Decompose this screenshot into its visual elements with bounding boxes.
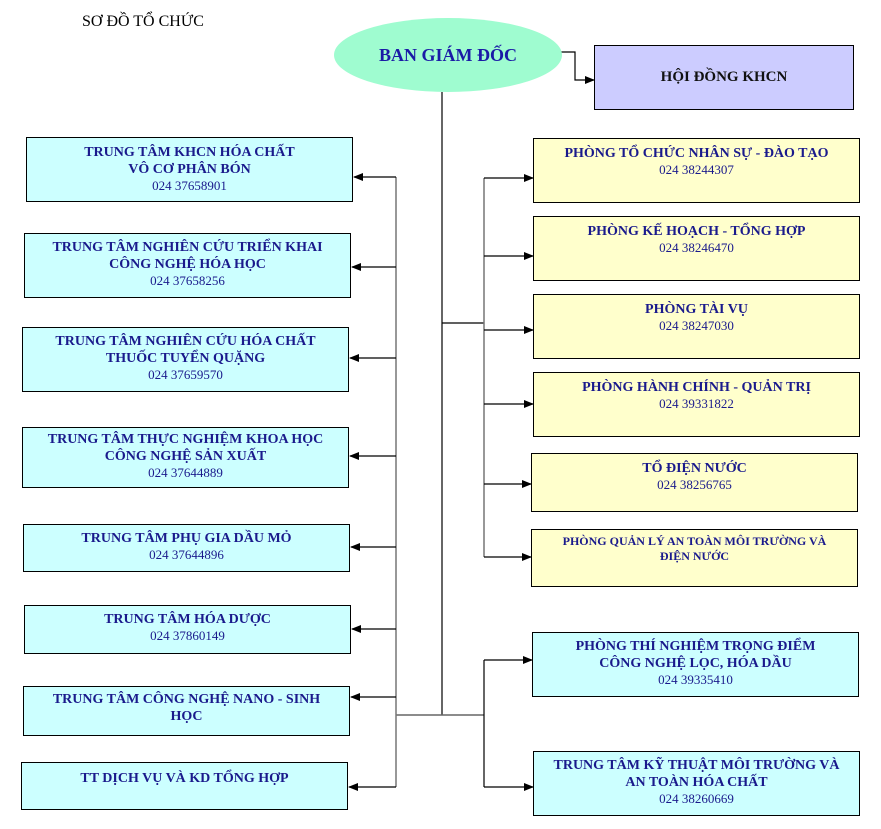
unit-name: TT DỊCH VỤ VÀ KD TỔNG HỢP bbox=[80, 771, 289, 786]
unit-node: TRUNG TÂM NGHIÊN CỨU HÓA CHẤT THUỐC TUYỂ… bbox=[22, 327, 349, 392]
unit-node: TRUNG TÂM THỰC NGHIỆM KHOA HỌC CÔNG NGHỆ… bbox=[22, 427, 349, 488]
lab-node: TRUNG TÂM KỸ THUẬT MÔI TRƯỜNG VÀ AN TOÀN… bbox=[533, 751, 860, 816]
unit-node: TRUNG TÂM HÓA DƯỢC 024 37860149 bbox=[24, 605, 351, 654]
unit-phone: 024 37860149 bbox=[150, 628, 225, 643]
unit-node: TT DỊCH VỤ VÀ KD TỔNG HỢP bbox=[21, 762, 348, 810]
department-phone: 024 38247030 bbox=[659, 318, 734, 333]
council-label: HỘI ĐỒNG KHCN bbox=[660, 69, 788, 85]
unit-name: TRUNG TÂM CÔNG NGHỆ NANO - SINH HỌC bbox=[52, 692, 321, 724]
department-node: PHÒNG TÀI VỤ 024 38247030 bbox=[533, 294, 860, 359]
unit-name: TRUNG TÂM NGHIÊN CỨU TRIỂN KHAI CÔNG NGH… bbox=[52, 240, 323, 272]
department-name: PHÒNG HÀNH CHÍNH - QUẢN TRỊ bbox=[582, 380, 811, 395]
department-node: PHÒNG QUẢN LÝ AN TOÀN MÔI TRƯỜNG VÀ ĐIỆN… bbox=[531, 529, 858, 587]
lab-name: PHÒNG THÍ NGHIỆM TRỌNG ĐIỂM CÔNG NGHỆ LỌ… bbox=[575, 639, 816, 671]
director-label: BAN GIÁM ĐỐC bbox=[379, 44, 517, 65]
department-node: PHÒNG KẾ HOẠCH - TỔNG HỢP 024 38246470 bbox=[533, 216, 860, 281]
director-node: BAN GIÁM ĐỐC bbox=[334, 18, 562, 92]
unit-name: TRUNG TÂM HÓA DƯỢC bbox=[104, 612, 271, 627]
department-node: PHÒNG TỔ CHỨC NHÂN SỰ - ĐÀO TẠO 024 3824… bbox=[533, 138, 860, 203]
lab-phone: 024 38260669 bbox=[659, 791, 734, 806]
unit-name: TRUNG TÂM NGHIÊN CỨU HÓA CHẤT THUỐC TUYỂ… bbox=[55, 334, 316, 366]
unit-name: TRUNG TÂM PHỤ GIA DẦU MỎ bbox=[81, 531, 292, 546]
department-name: PHÒNG KẾ HOẠCH - TỔNG HỢP bbox=[587, 224, 806, 239]
unit-phone: 024 37659570 bbox=[148, 367, 223, 382]
department-name: PHÒNG TÀI VỤ bbox=[645, 302, 748, 317]
unit-name: TRUNG TÂM KHCN HÓA CHẤT VÔ CƠ PHÂN BÓN bbox=[84, 145, 295, 177]
department-name: TỔ ĐIỆN NƯỚC bbox=[642, 461, 747, 476]
department-phone: 024 38244307 bbox=[659, 162, 734, 177]
unit-node: TRUNG TÂM KHCN HÓA CHẤT VÔ CƠ PHÂN BÓN 0… bbox=[26, 137, 353, 202]
lab-name: TRUNG TÂM KỸ THUẬT MÔI TRƯỜNG VÀ AN TOÀN… bbox=[553, 758, 840, 790]
unit-node: TRUNG TÂM PHỤ GIA DẦU MỎ 024 37644896 bbox=[23, 524, 350, 572]
page-title: SƠ ĐỒ TỔ CHỨC bbox=[82, 13, 204, 30]
unit-phone: 024 37658256 bbox=[150, 273, 225, 288]
lab-phone: 024 39335410 bbox=[658, 672, 733, 687]
department-phone: 024 39331822 bbox=[659, 396, 734, 411]
department-name: PHÒNG TỔ CHỨC NHÂN SỰ - ĐÀO TẠO bbox=[564, 146, 829, 161]
department-node: PHÒNG HÀNH CHÍNH - QUẢN TRỊ 024 39331822 bbox=[533, 372, 860, 437]
lab-node: PHÒNG THÍ NGHIỆM TRỌNG ĐIỂM CÔNG NGHỆ LỌ… bbox=[532, 632, 859, 697]
department-node: TỔ ĐIỆN NƯỚC 024 38256765 bbox=[531, 453, 858, 512]
unit-phone: 024 37658901 bbox=[152, 178, 227, 193]
unit-phone: 024 37644896 bbox=[149, 547, 224, 562]
unit-node: TRUNG TÂM NGHIÊN CỨU TRIỂN KHAI CÔNG NGH… bbox=[24, 233, 351, 298]
department-phone: 024 38256765 bbox=[657, 477, 732, 492]
unit-name: TRUNG TÂM THỰC NGHIỆM KHOA HỌC CÔNG NGHỆ… bbox=[47, 432, 324, 464]
department-name: PHÒNG QUẢN LÝ AN TOÀN MÔI TRƯỜNG VÀ ĐIỆN… bbox=[562, 534, 827, 563]
unit-phone: 024 37644889 bbox=[148, 465, 223, 480]
unit-node: TRUNG TÂM CÔNG NGHỆ NANO - SINH HỌC bbox=[23, 686, 350, 736]
department-phone: 024 38246470 bbox=[659, 240, 734, 255]
council-node: HỘI ĐỒNG KHCN bbox=[594, 45, 854, 110]
